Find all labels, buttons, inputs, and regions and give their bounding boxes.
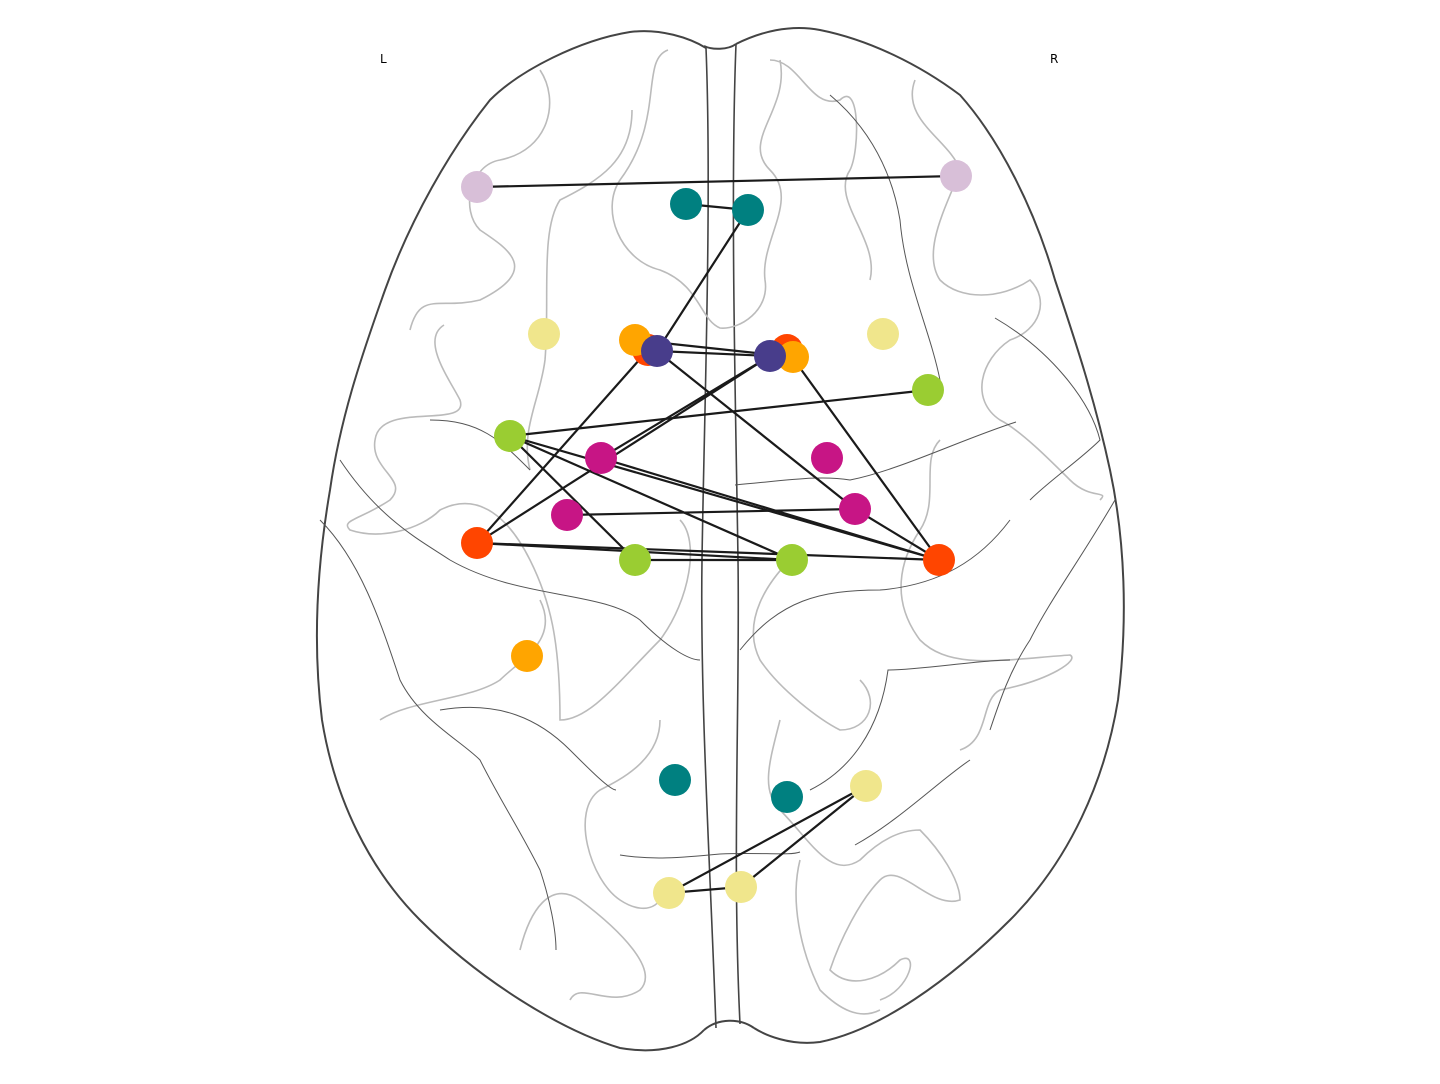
edge-n19-n12 xyxy=(476,355,771,544)
node-n1-pink xyxy=(461,171,493,203)
node-n15-magenta xyxy=(585,442,617,474)
gyrus-line-left-3 xyxy=(319,519,557,951)
node-n9-indigo xyxy=(641,335,673,367)
edge-n9-n12 xyxy=(656,349,771,358)
sulcus-left-occipital-2 xyxy=(519,893,647,1001)
node-n24-teal xyxy=(659,764,691,796)
node-n14-green xyxy=(912,374,944,406)
node-n12-indigo xyxy=(754,340,786,372)
frontal-notch xyxy=(703,43,737,50)
gyrus-line-right-3 xyxy=(989,499,1116,731)
node-n4-teal xyxy=(732,194,764,226)
node-n25-teal xyxy=(771,781,803,813)
right-hemisphere-outline xyxy=(735,27,1125,1044)
sulcus-left-central xyxy=(346,324,692,721)
brain-sulci xyxy=(346,49,1104,1015)
edge-n15-n22 xyxy=(600,456,940,562)
node-n5-khaki xyxy=(528,318,560,350)
edge-n26-n28 xyxy=(740,785,867,888)
node-n6-khaki xyxy=(867,318,899,350)
node-n20-green xyxy=(619,544,651,576)
node-n3-teal xyxy=(670,188,702,220)
sulcus-right-occipital xyxy=(767,719,961,1001)
sulcus-right-parietal xyxy=(752,559,872,731)
gyrus-line-right-2 xyxy=(994,317,1101,501)
sulcus-right-central xyxy=(900,439,1073,751)
midline-fissure-left xyxy=(700,47,717,1029)
connection-edges xyxy=(476,174,957,895)
left-hemisphere-label: L xyxy=(380,52,387,66)
left-hemisphere-outline xyxy=(315,30,707,1052)
edge-n19-n22 xyxy=(476,541,940,562)
right-hemisphere-label: R xyxy=(1050,52,1059,66)
node-n27-khaki xyxy=(653,877,685,909)
gyrus-line-left-4 xyxy=(439,706,617,791)
edge-n1-n2 xyxy=(476,174,957,189)
node-n22-orangered xyxy=(923,544,955,576)
sulcus-left-frontal-3 xyxy=(526,109,633,471)
node-n28-khaki xyxy=(725,871,757,903)
occipital-notch xyxy=(703,1019,755,1031)
gyrus-line-right-7 xyxy=(734,421,1017,486)
gyrus-line-right-4 xyxy=(739,519,1011,651)
edge-n4-n9 xyxy=(656,209,749,352)
sulcus-left-occipital xyxy=(584,719,664,910)
gyrus-line-left-1 xyxy=(339,459,701,661)
edge-n26-n27 xyxy=(668,785,867,894)
gyrus-line-right-1 xyxy=(829,94,941,381)
node-n13-green xyxy=(494,420,526,452)
edge-n10-n22 xyxy=(786,349,940,561)
sulcus-right-occipital-2 xyxy=(795,859,881,1015)
node-n23-orange xyxy=(511,640,543,672)
node-n2-pink xyxy=(940,160,972,192)
sulcus-right-frontal-1 xyxy=(769,59,873,281)
sulcus-left-parietal xyxy=(379,599,547,721)
node-n17-magenta xyxy=(811,442,843,474)
node-n16-magenta xyxy=(551,499,583,531)
node-n21-green xyxy=(776,544,808,576)
node-n11-orange xyxy=(777,341,809,373)
gyrus-line-left-2 xyxy=(429,419,531,471)
gyrus-line-left-5 xyxy=(619,851,801,859)
gyrus-line-right-6 xyxy=(854,759,971,846)
node-n18-magenta xyxy=(839,493,871,525)
sulcus-left-frontal-2 xyxy=(409,69,551,331)
edge-n13-n20 xyxy=(509,435,636,561)
connectome-nodes xyxy=(461,160,972,909)
sulcus-left-frontal-1 xyxy=(611,49,783,329)
edge-n13-n14 xyxy=(509,388,929,438)
edge-n9-n18 xyxy=(656,350,856,510)
edge-n16-n18 xyxy=(566,507,856,517)
edge-n7-n19 xyxy=(476,349,649,544)
edge-n18-n22 xyxy=(854,508,940,561)
node-n26-khaki xyxy=(850,770,882,802)
edge-n13-n21 xyxy=(509,434,793,562)
sulcus-right-frontal-2 xyxy=(911,79,1104,501)
brain-gyri-lines xyxy=(319,94,1116,951)
gyrus-line-right-5 xyxy=(809,659,1011,791)
node-n19-orangered xyxy=(461,527,493,559)
